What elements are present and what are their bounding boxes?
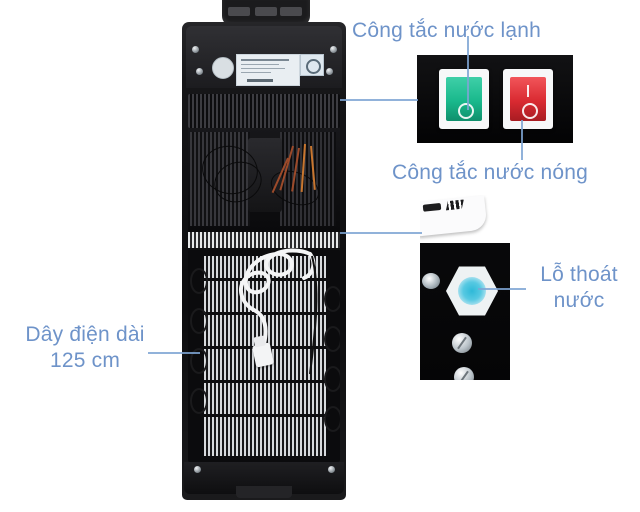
power-cord-path bbox=[238, 248, 318, 375]
condenser-fins bbox=[188, 232, 340, 248]
hot-switch-face bbox=[510, 77, 546, 121]
coil-bend bbox=[324, 366, 340, 392]
leader-line-cold-switch bbox=[340, 99, 418, 101]
nozzle bbox=[420, 195, 488, 237]
screw bbox=[454, 367, 474, 380]
coil-bar bbox=[200, 414, 330, 417]
leader-line-hot-switch bbox=[521, 120, 523, 160]
coil-bar bbox=[200, 278, 330, 281]
power-cord bbox=[206, 248, 326, 378]
coil-bar bbox=[200, 312, 330, 315]
coil-bend bbox=[190, 348, 208, 374]
leader-line-power-cord bbox=[148, 352, 200, 354]
spec-label-line bbox=[241, 72, 271, 73]
hot-water-switch[interactable] bbox=[503, 69, 553, 129]
drain-hole bbox=[458, 277, 486, 305]
screw bbox=[192, 46, 199, 53]
switch-panel-closeup bbox=[417, 55, 573, 143]
outlet-top-white bbox=[420, 195, 510, 243]
vent-grille bbox=[188, 94, 340, 128]
cold-water-switch[interactable] bbox=[439, 69, 489, 129]
screw bbox=[330, 46, 337, 53]
spec-label-line bbox=[241, 64, 279, 65]
coil-bend bbox=[190, 308, 208, 334]
top-cap bbox=[222, 0, 310, 26]
spec-label-line bbox=[241, 59, 289, 61]
annotation-power-cord-length: Dây điện dài 125 cm bbox=[25, 323, 145, 372]
power-on-icon bbox=[527, 85, 529, 97]
leader-line-drain-hole bbox=[478, 288, 526, 290]
annotation-cold-water-switch: Công tắc nước lạnh bbox=[352, 19, 542, 42]
screw bbox=[326, 68, 333, 75]
compressor-module bbox=[248, 138, 282, 212]
coil-bend bbox=[324, 326, 340, 352]
screw bbox=[452, 333, 472, 353]
coil-bend bbox=[190, 388, 208, 414]
power-off-icon bbox=[522, 103, 538, 119]
screw bbox=[196, 68, 203, 75]
base-tab bbox=[236, 486, 292, 498]
annotation-water-drain-hole: Lỗ thoát nước bbox=[540, 263, 618, 312]
screw bbox=[422, 273, 440, 289]
leader-line-outlet bbox=[340, 232, 422, 234]
spec-label-barcode bbox=[247, 79, 273, 82]
coil-bend bbox=[324, 286, 340, 312]
screw bbox=[194, 466, 201, 473]
power-off-icon bbox=[458, 103, 474, 119]
cold-switch-face bbox=[446, 77, 482, 121]
round-sticker bbox=[212, 57, 234, 79]
screw bbox=[328, 466, 335, 473]
certification-mark bbox=[300, 54, 324, 76]
spec-label bbox=[236, 54, 300, 86]
coil-bar bbox=[200, 380, 330, 383]
coil-bend bbox=[324, 406, 340, 432]
coil-bend bbox=[190, 268, 208, 294]
spec-label-line bbox=[241, 68, 285, 69]
drain-outlet-closeup bbox=[420, 195, 510, 380]
heatsink bbox=[190, 132, 250, 226]
water-dispenser-rear-view bbox=[178, 0, 350, 512]
leader-line-cold-switch-vertical bbox=[467, 36, 469, 110]
internal-components bbox=[188, 128, 340, 232]
top-cap-slot bbox=[255, 7, 277, 16]
annotation-hot-water-switch: Công tắc nước nóng bbox=[392, 161, 589, 184]
heatsink bbox=[280, 132, 336, 226]
